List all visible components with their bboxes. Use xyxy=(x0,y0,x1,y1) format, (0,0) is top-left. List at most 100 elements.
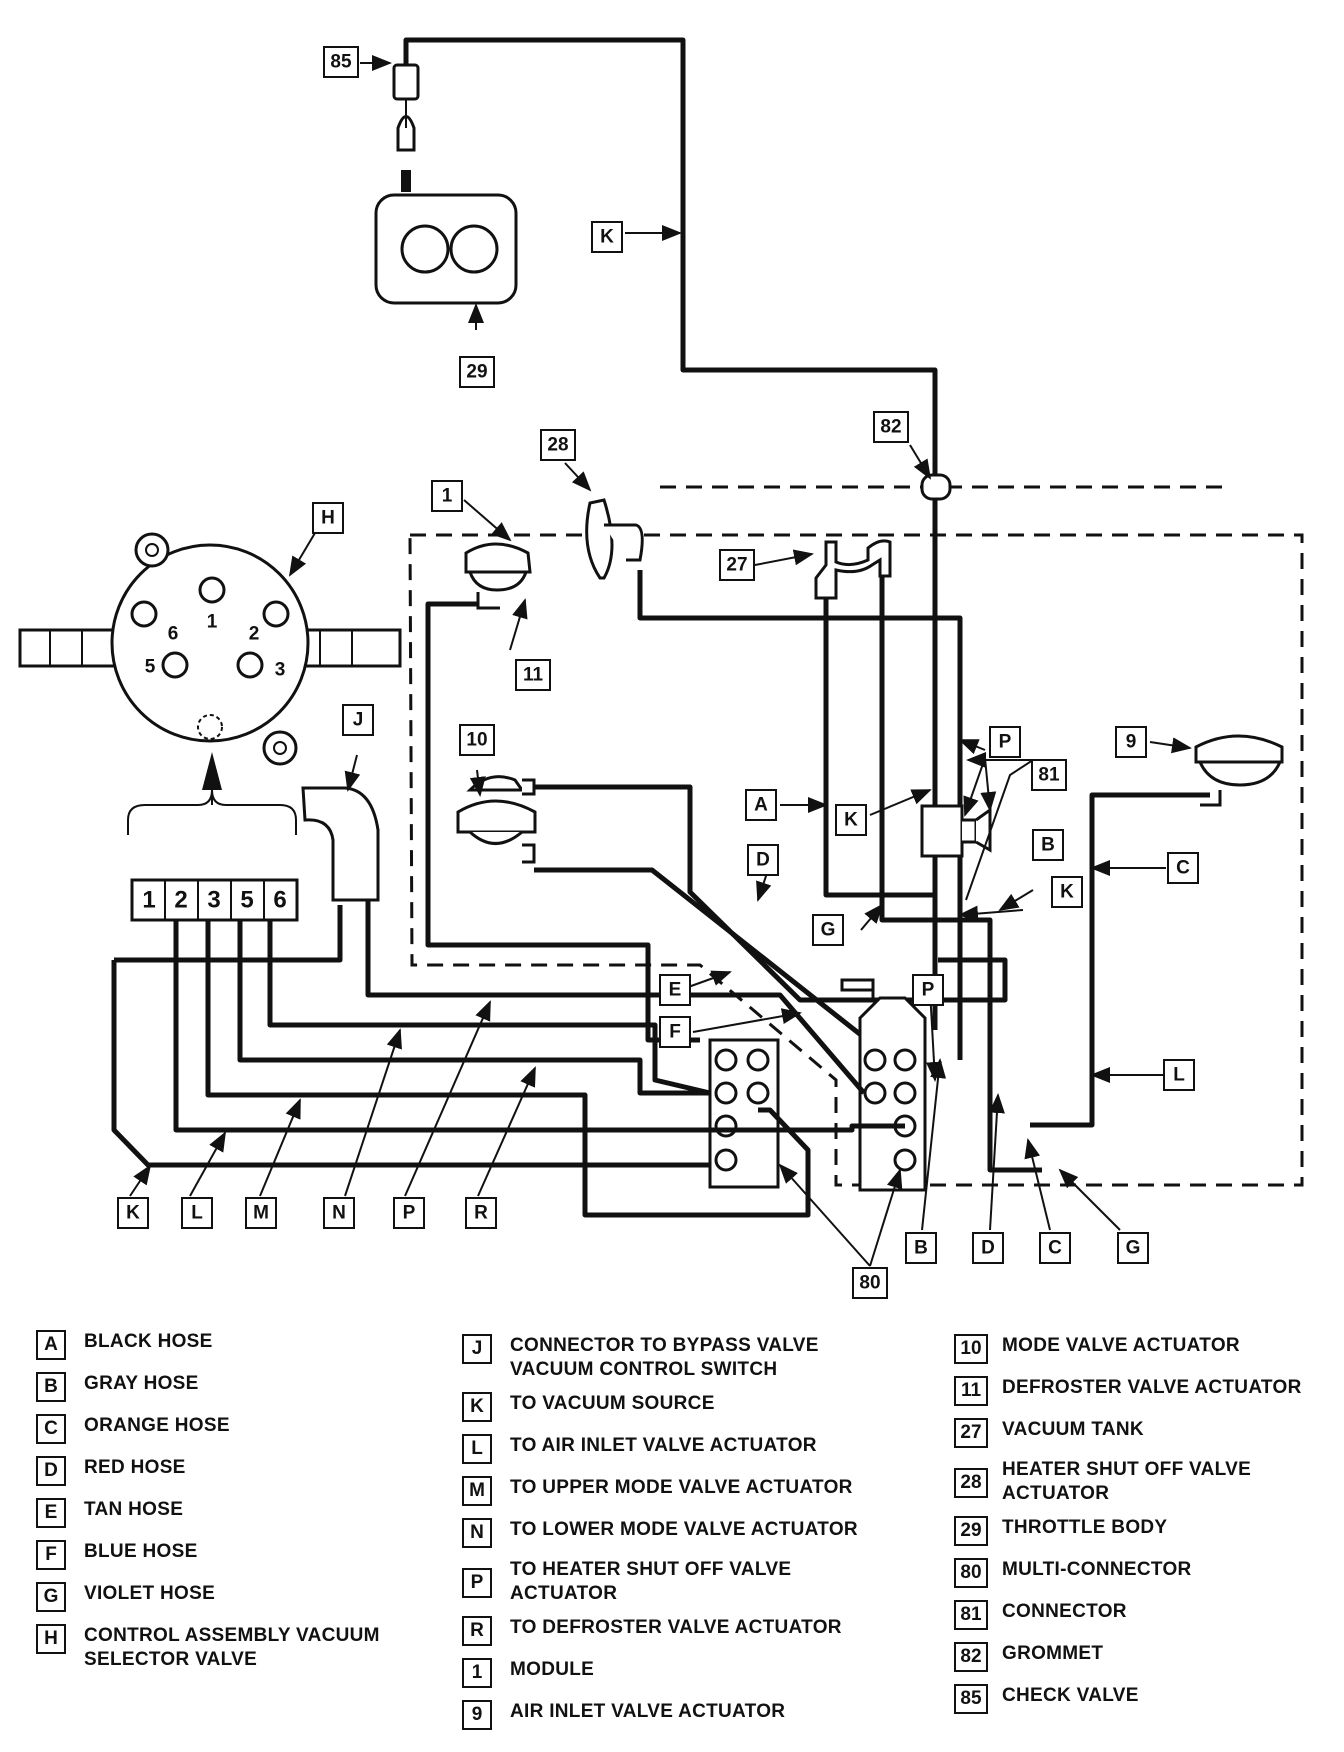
legend-text: DEFROSTER VALVE ACTUATOR xyxy=(1002,1377,1302,1398)
callout-d-mid: D xyxy=(747,844,779,876)
legend-code: F xyxy=(36,1540,66,1570)
selector-tab-5: 5 xyxy=(240,887,253,914)
selector-tab-3: 3 xyxy=(207,887,220,914)
legend-code: L xyxy=(462,1434,492,1464)
legend-code: C xyxy=(36,1414,66,1444)
callout-10: 10 xyxy=(459,724,495,756)
legend-text: TO LOWER MODE VALVE ACTUATOR xyxy=(510,1519,858,1540)
legend-text: MODE VALVE ACTUATOR xyxy=(1002,1335,1240,1356)
svg-text:80: 80 xyxy=(859,1273,880,1294)
legend-code: G xyxy=(36,1582,66,1612)
legend-code: H xyxy=(36,1624,66,1654)
legend-item: 10 MODE VALVE ACTUATOR xyxy=(954,1334,1334,1364)
legend-text: RED HOSE xyxy=(84,1457,186,1478)
svg-text:H: H xyxy=(321,508,335,529)
callout-1: 1 xyxy=(431,480,463,512)
selector-tab-numbers: 1 2 3 5 6 xyxy=(142,880,287,920)
callout-a: A xyxy=(745,789,777,821)
selector-tab-1: 1 xyxy=(142,887,155,914)
callout-b-bot: B xyxy=(905,1232,937,1264)
callout-k-mid2: K xyxy=(1051,876,1083,908)
port-6-label: 6 xyxy=(168,624,179,645)
svg-text:M: M xyxy=(253,1203,269,1224)
legend-code: P xyxy=(462,1568,492,1598)
legend-code: 9 xyxy=(462,1700,492,1730)
legend-text: MODULE xyxy=(510,1659,595,1680)
svg-text:D: D xyxy=(981,1238,995,1259)
callout-29: 29 xyxy=(459,356,495,388)
legend-code: 11 xyxy=(954,1376,988,1406)
svg-text:C: C xyxy=(1176,858,1190,879)
callout-28: 28 xyxy=(540,429,576,461)
legend-item: 11 DEFROSTER VALVE ACTUATOR xyxy=(954,1376,1334,1406)
legend-text: CONNECTOR TO BYPASS VALVE VACUUM CONTROL… xyxy=(510,1335,819,1380)
legend-code: 82 xyxy=(954,1642,988,1672)
callout-l-bot: L xyxy=(181,1197,213,1229)
callout-l-mid: L xyxy=(1163,1059,1195,1091)
svg-text:P: P xyxy=(999,732,1012,753)
legend-text: TO VACUUM SOURCE xyxy=(510,1393,715,1414)
callout-c-mid: C xyxy=(1167,852,1199,884)
svg-text:P: P xyxy=(922,980,935,1001)
legend-code: 1 xyxy=(462,1658,492,1688)
svg-text:R: R xyxy=(474,1203,488,1224)
legend-item: D RED HOSE xyxy=(36,1456,436,1486)
callout-27: 27 xyxy=(719,549,755,581)
legend-item: B GRAY HOSE xyxy=(36,1372,436,1402)
callout-g-bot: G xyxy=(1117,1232,1149,1264)
callout-e: E xyxy=(659,974,691,1006)
selector-tab-2: 2 xyxy=(174,887,187,914)
svg-text:B: B xyxy=(914,1238,928,1259)
callout-85: 85 xyxy=(323,46,359,78)
legend-text: HEATER SHUT OFF VALVE ACTUATOR xyxy=(1002,1459,1252,1504)
svg-text:F: F xyxy=(669,1022,681,1043)
svg-text:9: 9 xyxy=(1126,732,1137,753)
legend-col-3: 10 MODE VALVE ACTUATOR 11 DEFROSTER VALVE … xyxy=(954,1334,1334,1724)
legend-code: 10 xyxy=(954,1334,988,1364)
connector-j xyxy=(301,786,380,902)
svg-text:K: K xyxy=(1060,882,1074,903)
callout-k-bot: K xyxy=(117,1197,149,1229)
callout-80: 80 xyxy=(852,1267,888,1299)
svg-text:L: L xyxy=(191,1203,203,1224)
legend-text: GRAY HOSE xyxy=(84,1373,199,1394)
leader-lines xyxy=(129,55,1192,1267)
svg-text:C: C xyxy=(1048,1238,1062,1259)
legend-text: GROMMET xyxy=(1002,1643,1104,1664)
callout-m-bot: M xyxy=(245,1197,277,1229)
legend-text: VACUUM TANK xyxy=(1002,1419,1144,1440)
legend-text: CHECK VALVE xyxy=(1002,1685,1139,1706)
multi-connector-left xyxy=(708,1038,780,1189)
callout-82: 82 xyxy=(873,411,909,443)
legend-code: B xyxy=(36,1372,66,1402)
svg-text:A: A xyxy=(754,795,768,816)
port-3-label: 3 xyxy=(275,660,286,681)
port-1-label: 1 xyxy=(207,612,218,633)
legend-text: CONTROL ASSEMBLY VACUUM SELECTOR VALVE xyxy=(84,1625,380,1670)
legend-code: D xyxy=(36,1456,66,1486)
port-5-label: 5 xyxy=(145,657,156,678)
legend-code: K xyxy=(462,1392,492,1422)
callout-p-bot: P xyxy=(393,1197,425,1229)
callout-p-top: P xyxy=(989,726,1021,758)
legend-code: 85 xyxy=(954,1684,988,1714)
svg-text:G: G xyxy=(821,920,836,941)
legend-item: H CONTROL ASSEMBLY VACUUM SELECTOR VALVE xyxy=(36,1624,436,1672)
legend-item: 82 GROMMET xyxy=(954,1642,1334,1672)
callout-j: J xyxy=(342,704,374,736)
svg-text:81: 81 xyxy=(1038,765,1060,786)
legend-text: ORANGE HOSE xyxy=(84,1415,230,1436)
